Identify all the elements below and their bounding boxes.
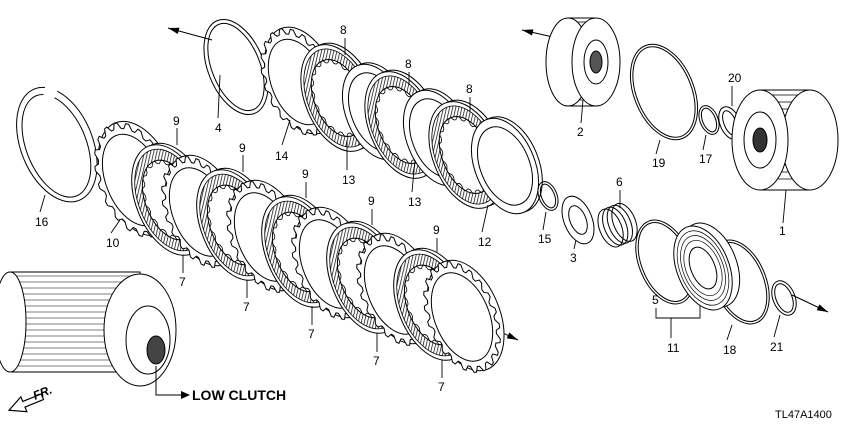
leader-21 xyxy=(773,314,781,338)
front-direction-label: FR. xyxy=(31,383,54,403)
part-label-8a: 8 xyxy=(340,23,347,37)
leader-5 xyxy=(655,305,701,319)
part-label-8b: 8 xyxy=(405,57,412,71)
part-label-9e: 9 xyxy=(433,223,440,237)
part-label-9b: 9 xyxy=(239,141,246,155)
part-label-2: 2 xyxy=(577,125,584,139)
part-label-4: 4 xyxy=(215,121,222,135)
part-label-14: 14 xyxy=(275,149,289,163)
part-label-18: 18 xyxy=(723,343,737,357)
leader-1 xyxy=(782,189,787,224)
part-label-7a: 7 xyxy=(179,275,186,289)
part-label-21: 21 xyxy=(770,340,784,354)
part-label-7d: 7 xyxy=(373,354,380,368)
part-label-9d: 9 xyxy=(368,194,375,208)
part-label-6: 6 xyxy=(616,175,623,189)
leader-14 xyxy=(281,119,291,146)
part-label-3: 3 xyxy=(570,251,577,265)
low-clutch-caption: LOW CLUTCH xyxy=(192,387,286,403)
part-label-15: 15 xyxy=(538,232,552,246)
part-label-7e: 7 xyxy=(438,380,445,394)
part-label-9c: 9 xyxy=(302,167,309,181)
leader-4 xyxy=(217,74,221,119)
leader-3 xyxy=(573,239,577,250)
clutch-drum-1 xyxy=(731,89,839,191)
front-direction-arrow xyxy=(7,393,45,413)
part-label-20: 20 xyxy=(728,71,742,85)
o-ring-19 xyxy=(629,43,699,141)
snap-ring-16 xyxy=(16,86,98,203)
snap-ring-15 xyxy=(537,181,559,211)
part-label-11: 11 xyxy=(667,341,680,355)
diagram-code: TL47A1400 xyxy=(775,409,832,421)
piston-11 xyxy=(673,222,741,311)
part-label-19: 19 xyxy=(652,156,666,170)
part-label-16: 16 xyxy=(35,215,49,229)
leader-10 xyxy=(110,219,121,234)
part-label-13a: 13 xyxy=(342,173,356,187)
leader-13b xyxy=(411,159,416,193)
clutch-discs xyxy=(16,18,797,373)
assemblies xyxy=(0,17,839,399)
leader-2 xyxy=(580,99,584,124)
leader-16 xyxy=(39,194,46,213)
part-label-5: 5 xyxy=(652,293,659,307)
part-label-1: 1 xyxy=(779,224,786,238)
clutch-hub-2 xyxy=(545,17,621,107)
part-label-7b: 7 xyxy=(243,300,250,314)
part-labels: 1 2 3 4 5 6 7 7 7 7 7 8 8 8 9 9 9 9 9 10… xyxy=(35,23,786,394)
spring-retainer-3 xyxy=(561,195,595,245)
part-label-17: 17 xyxy=(699,152,713,166)
part-label-9a: 9 xyxy=(173,114,180,128)
part-label-7c: 7 xyxy=(308,327,315,341)
return-spring-6 xyxy=(597,202,638,248)
ring-17 xyxy=(698,105,720,135)
part-label-8c: 8 xyxy=(466,82,473,96)
leader-15 xyxy=(542,211,547,231)
flow-arrow-right xyxy=(791,294,829,313)
low-clutch-gear-assembly xyxy=(0,271,190,399)
leader-lines xyxy=(39,38,787,378)
leader-19 xyxy=(655,139,661,155)
part-label-13b: 13 xyxy=(408,195,422,209)
ring-21 xyxy=(771,280,797,316)
leader-17 xyxy=(702,134,707,151)
part-label-10: 10 xyxy=(106,236,120,250)
leader-12 xyxy=(481,204,489,233)
leader-18 xyxy=(726,324,733,341)
part-label-12: 12 xyxy=(478,235,492,249)
steel-plate-7e xyxy=(423,259,505,373)
clutch-plate-12 xyxy=(470,116,543,215)
